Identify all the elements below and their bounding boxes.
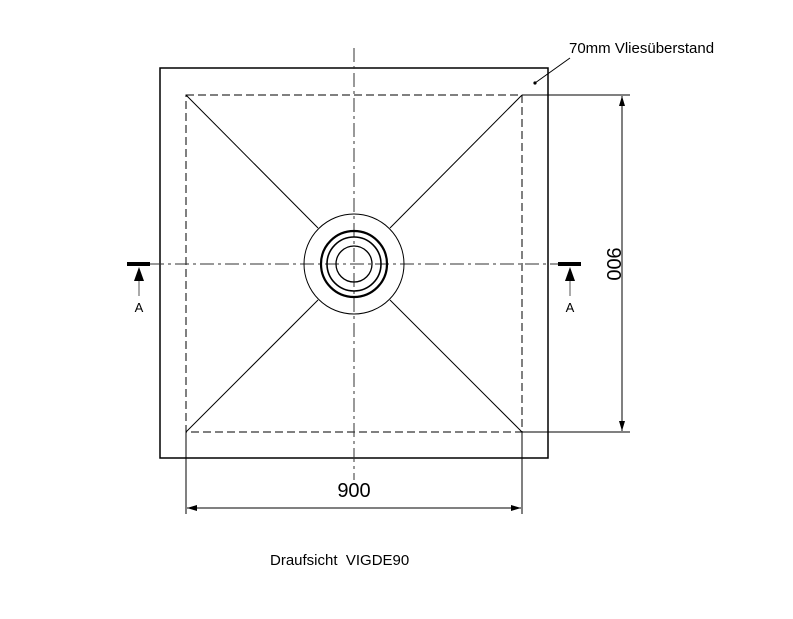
dimension-width (185, 432, 523, 514)
slope-diagonals (185, 94, 523, 433)
fleece-annotation: 70mm Vliesüberstand (569, 40, 714, 57)
section-label-left: A (135, 300, 144, 315)
section-marker-left (127, 262, 150, 296)
dimension-height (522, 94, 630, 433)
drawing-caption: Draufsicht VIGDE90 (270, 552, 409, 569)
leader-line (533, 57, 571, 85)
section-label-right: A (566, 300, 575, 315)
centerlines (150, 48, 560, 480)
section-marker-right (558, 262, 581, 296)
dimension-height-label: 900 (602, 247, 624, 280)
dimension-width-label: 900 (337, 480, 370, 502)
drain (303, 213, 405, 315)
